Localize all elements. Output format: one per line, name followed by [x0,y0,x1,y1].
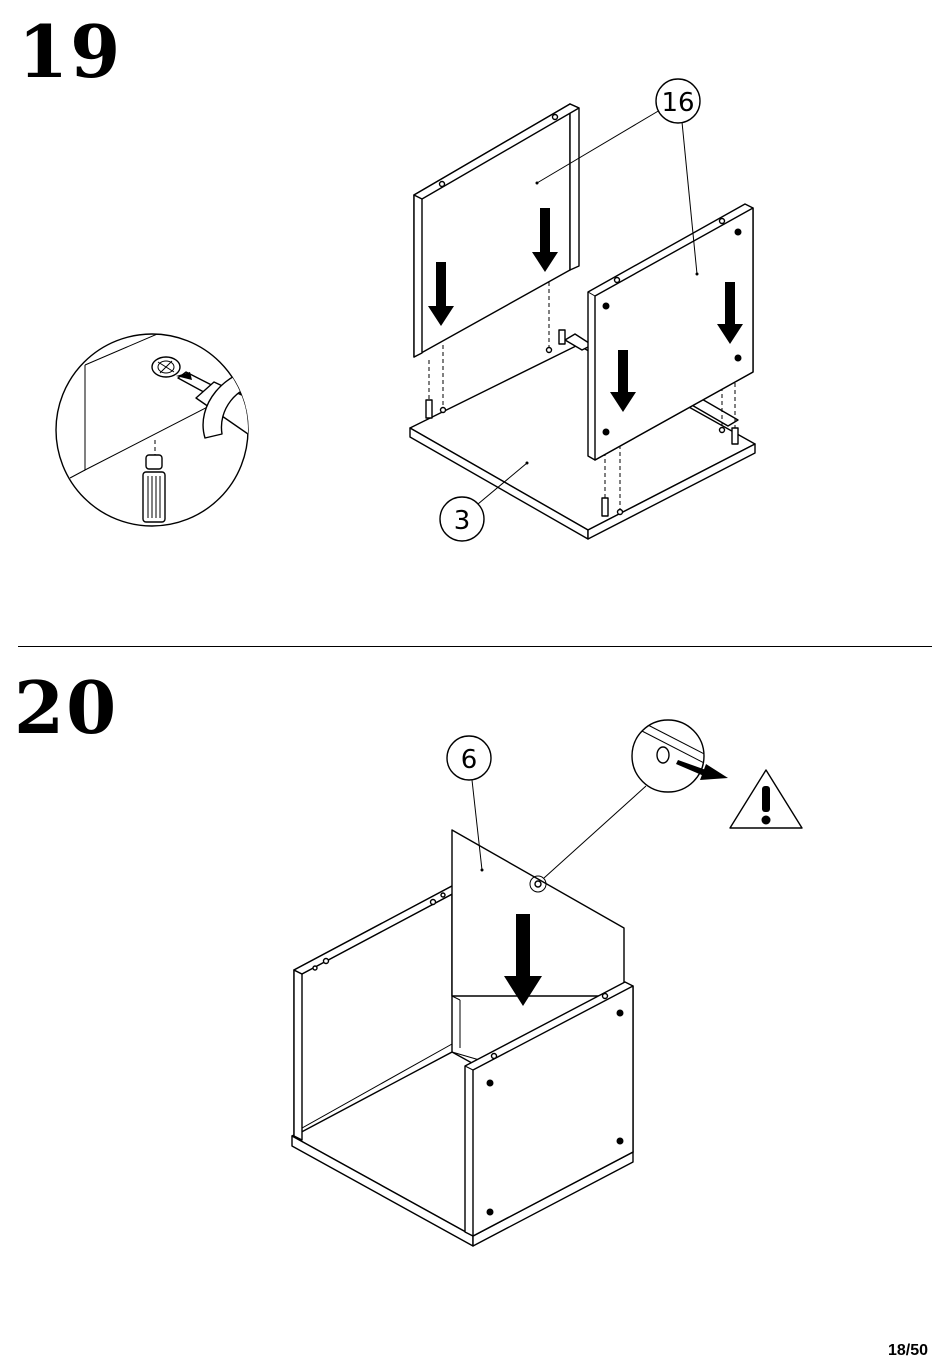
callout-3-label: 3 [454,506,471,536]
warning-triangle-icon [730,770,802,828]
page-number: 18/50 [888,1342,928,1360]
cam-lock-detail [56,290,330,526]
step-19-drawing: 16 3 [0,0,950,646]
hole-detail [544,720,728,878]
step-20-drawing: 6 [0,646,950,1368]
cam-lock-icon [152,357,180,377]
callout-6-label: 6 [461,745,478,775]
callout-16-label: 16 [661,88,694,118]
dowel-icon [143,455,165,522]
